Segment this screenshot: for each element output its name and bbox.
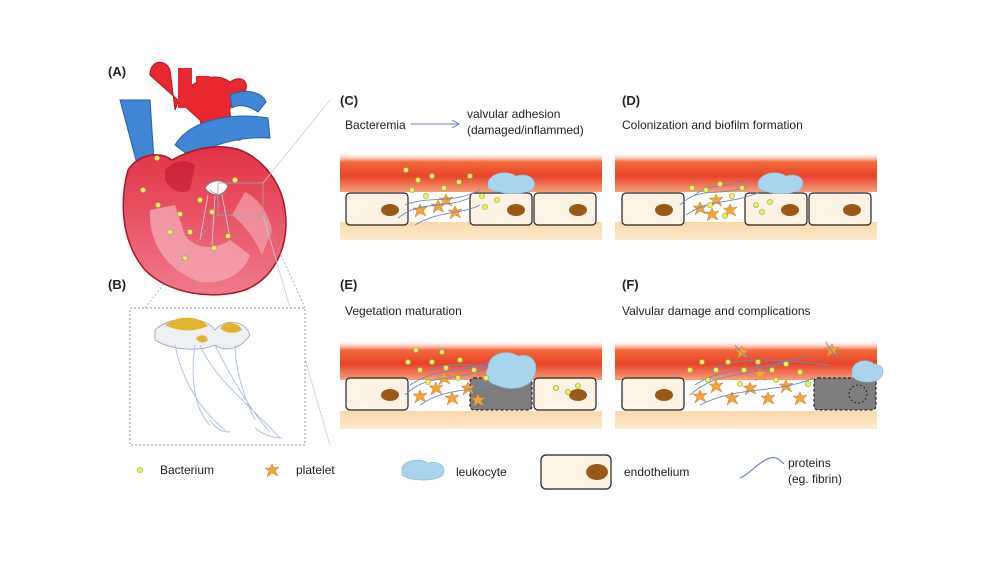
legend-endothelium-icon: [540, 454, 612, 490]
legend-bacterium-label: Bacterium: [160, 463, 215, 477]
panel-f-caption: Valvular damage and complications: [622, 304, 811, 318]
panel-c-caption-left: Bacteremia: [345, 118, 406, 132]
panel-e-label: (E): [340, 277, 358, 292]
panel-d-art: [615, 152, 877, 240]
zoom-box: [217, 182, 264, 216]
legend-platelet-icon: [264, 463, 280, 478]
panel-d-label: (D): [622, 93, 641, 108]
panel-c-art: [340, 119, 602, 240]
panel-f-art: [615, 340, 884, 429]
legend-proteins-label-1: proteins: [788, 456, 831, 470]
panel-a-label: (A): [108, 64, 127, 79]
legend-platelet-label: platelet: [296, 463, 335, 477]
legend-leukocyte-icon: [401, 459, 445, 481]
panel-c-caption-right-2: (damaged/inflammed): [467, 123, 584, 137]
panel-c-label: (C): [340, 93, 359, 108]
heart-illustration: [119, 61, 287, 296]
legend-proteins-label-2: (eg. fibrin): [788, 472, 843, 486]
panel-c-caption-right-1: valvular adhesion: [467, 107, 561, 121]
panel-b-label: (B): [108, 277, 127, 292]
legend-leukocyte-label: leukocyte: [456, 465, 507, 479]
legend-bacterium-icon: [137, 467, 143, 473]
panel-d-caption: Colonization and biofilm formation: [622, 118, 803, 132]
panel-f-label: (F): [622, 277, 639, 292]
legend-icons: [137, 454, 785, 490]
legend-endothelium-label: endothelium: [624, 465, 690, 479]
legend-proteins-icon: [739, 456, 785, 479]
panel-e-art: [340, 340, 602, 429]
panel-e-caption: Vegetation maturation: [345, 304, 462, 318]
valve-detail: [129, 307, 306, 446]
